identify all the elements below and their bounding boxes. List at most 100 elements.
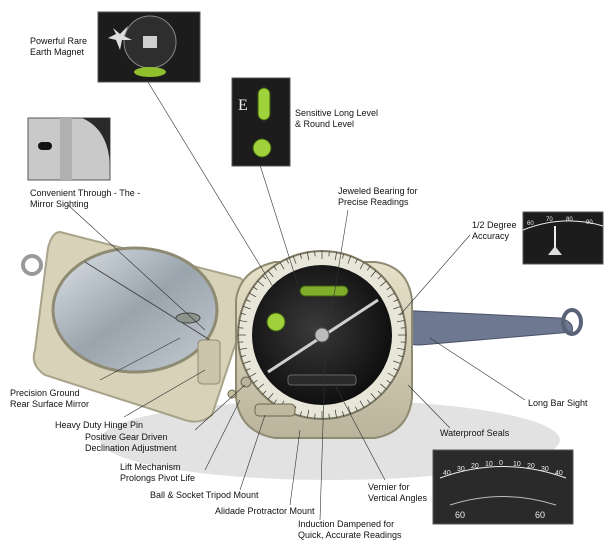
ring-tick	[334, 409, 337, 418]
ring-tick	[342, 411, 345, 417]
mirror-window	[175, 312, 201, 324]
ring-tick	[240, 355, 246, 358]
rear-surface-mirror	[51, 246, 219, 374]
callout-declination: Positive Gear Driven Declination Adjustm…	[85, 432, 177, 453]
ring-tick	[387, 292, 395, 298]
ring-tick	[367, 399, 371, 405]
vernier-scale-label: 0	[499, 460, 503, 467]
vernier-scale-label: 40	[443, 470, 451, 477]
ring-tick	[267, 392, 274, 400]
ring-tick	[396, 320, 405, 323]
bar-sight-ring	[561, 308, 583, 336]
hinge-pin	[197, 339, 221, 385]
ring-tick	[387, 372, 395, 378]
callout-accuracy: 1/2 Degree Accuracy	[472, 220, 517, 241]
long-bar-sight	[394, 309, 573, 346]
ring-tick	[299, 253, 302, 259]
callout-alidade: Alidade Protractor Mount	[215, 506, 315, 516]
ring-tick	[386, 286, 392, 290]
ring-tick	[239, 347, 248, 350]
ring-tick	[262, 390, 267, 395]
ring-tick	[240, 312, 246, 315]
vernier-scale-label: 10	[513, 461, 521, 468]
callout-seals: Waterproof Seals	[440, 428, 510, 438]
ring-tick	[393, 368, 399, 371]
ring-tick	[347, 255, 352, 264]
callout-bearing: Jeweled Bearing for Precise Readings	[338, 186, 418, 207]
ring-tick	[393, 305, 402, 310]
callout-induction: Induction Dampened for Quick, Accurate R…	[298, 519, 402, 540]
ring-tick	[393, 360, 402, 365]
ring-tick	[273, 399, 277, 405]
ring-tick	[245, 368, 251, 371]
ring-tick	[292, 255, 297, 264]
ring-tick	[279, 262, 285, 270]
accuracy-scale-2: 70	[546, 217, 553, 223]
ring-tick	[347, 406, 352, 415]
ring-tick	[307, 252, 310, 261]
ring-tick	[377, 390, 382, 395]
ring-tick	[252, 380, 258, 384]
lift-button	[227, 389, 237, 399]
accuracy-scale-1: 60	[527, 221, 534, 227]
vernier-arc	[287, 374, 357, 386]
ring-tick	[359, 400, 365, 408]
ring-tick	[249, 292, 257, 298]
vernier-scale-label: 40	[555, 470, 563, 477]
ring-tick	[370, 392, 377, 400]
ring-tick	[267, 270, 274, 278]
callout-hinge: Heavy Duty Hinge Pin	[55, 420, 144, 430]
callout-magnet: Powerful Rare Earth Magnet	[30, 36, 88, 57]
leader-lines	[67, 81, 526, 521]
mirror-sighting-line	[84, 261, 211, 341]
ring-tick	[242, 305, 251, 310]
ring-tick	[286, 258, 289, 264]
accuracy-scale-4: 90	[586, 220, 593, 226]
round-level	[266, 312, 286, 332]
callout-tripod: Ball & Socket Tripod Mount	[150, 490, 259, 500]
jeweled-bearing	[314, 327, 330, 343]
ring-tick	[355, 258, 358, 264]
inset-accuracy	[522, 211, 604, 265]
callout-vernier: Vernier for Vertical Angles	[368, 482, 428, 503]
ring-tick	[307, 409, 310, 418]
vernier-scale-label: 30	[457, 466, 465, 473]
accuracy-scale-3: 80	[566, 217, 573, 223]
ring-tick	[379, 280, 387, 287]
vernier-scale-label: 20	[471, 463, 479, 470]
ring-tick	[334, 252, 337, 261]
ring-tick	[273, 265, 277, 271]
tripod-mount	[254, 403, 296, 417]
callout-lift: Lift Mechanism Prolongs Pivot Life	[120, 462, 196, 483]
ring-tick	[249, 372, 257, 378]
ring-tick	[257, 280, 265, 287]
vernier-scale-label: 10	[485, 461, 493, 468]
declination-screw	[240, 376, 252, 388]
inset-vernier	[432, 449, 574, 525]
level-letter: E	[238, 97, 248, 114]
inset-mirror-sighting	[27, 117, 111, 181]
vernier-scale-label: 30	[541, 466, 549, 473]
ring-tick	[377, 275, 382, 280]
callout-mirror-sighting: Convenient Through - The - Mirror Sighti…	[30, 188, 141, 209]
ring-tick	[370, 270, 377, 278]
long-level	[299, 285, 349, 297]
ring-tick	[359, 262, 365, 270]
ring-tick	[242, 360, 251, 365]
ring-tick	[367, 265, 371, 271]
vernier-bottom-right: 60	[535, 510, 545, 520]
callout-bar-sight: Long Bar Sight	[528, 398, 588, 408]
callout-rear-mirror: Precision Ground Rear Surface Mirror	[10, 388, 90, 409]
vernier-bottom-left: 60	[455, 510, 465, 520]
callout-level: Sensitive Long Level & Round Level	[295, 108, 379, 129]
ring-tick	[355, 406, 358, 412]
ring-tick	[386, 380, 392, 384]
lid-sight-knob	[21, 254, 43, 276]
ring-tick	[393, 299, 399, 302]
inset-level: E	[231, 77, 291, 167]
ring-tick	[398, 355, 404, 358]
ring-tick	[252, 286, 258, 290]
ring-tick	[257, 383, 265, 390]
